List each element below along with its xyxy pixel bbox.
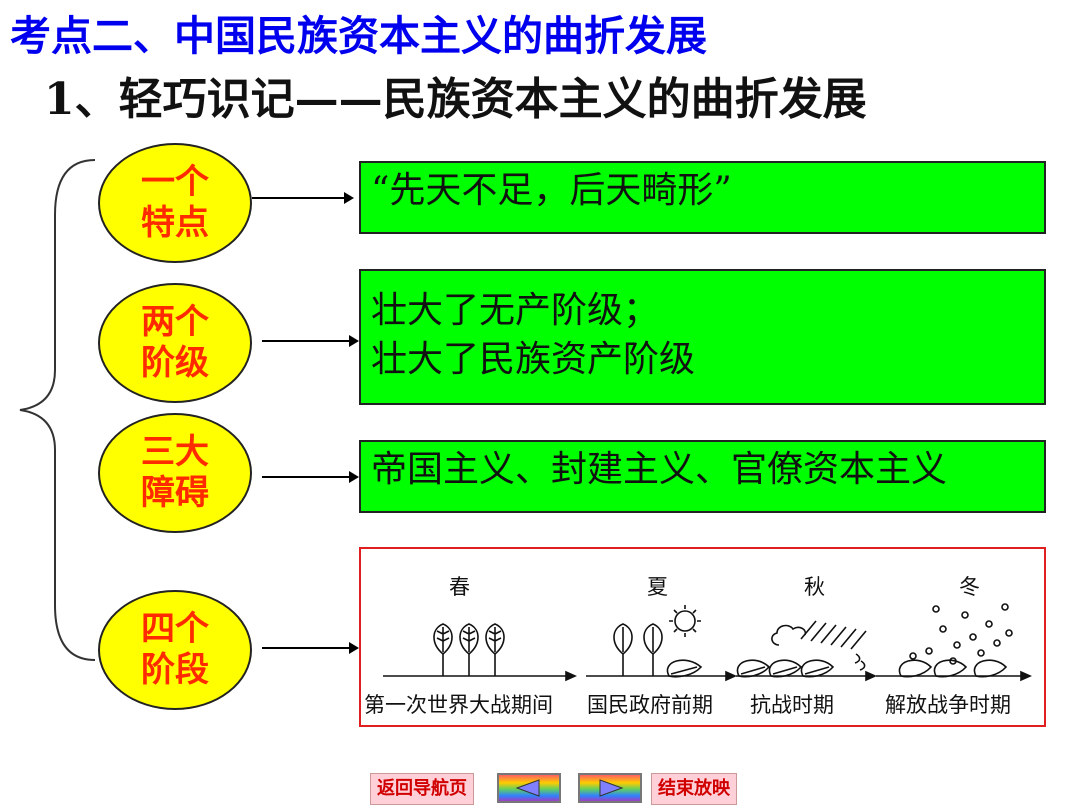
autumn-leaves-rain-icon <box>736 620 867 678</box>
slide-subtitle: 1、轻巧识记——民族资本主义的曲折发展 <box>44 74 867 125</box>
classes-box: 壮大了无产阶级； 壮大了民族资产阶级 <box>359 269 1046 405</box>
prev-slide-button[interactable] <box>497 773 561 803</box>
stages-illustration: 春 夏 秋 冬 第一次世界大战期间 国民政府前期 抗战时期 解放战争时期 <box>359 547 1046 727</box>
arrow-classes <box>262 335 359 347</box>
arrow-left-icon <box>515 779 540 797</box>
item-circle-classes: 两个 阶级 <box>98 283 252 403</box>
arrow-feature <box>252 192 354 204</box>
season-autumn: 秋 <box>804 575 825 599</box>
arrow-obstacles <box>262 471 359 483</box>
season-winter: 冬 <box>959 575 980 599</box>
stage-ww1: 第一次世界大战期间 <box>364 693 553 717</box>
stage-anti-japanese-war: 抗战时期 <box>750 693 834 717</box>
curly-brace <box>19 159 96 661</box>
feature-text: “先天不足，后天畸形” <box>371 170 732 211</box>
stage-liberation-war: 解放战争时期 <box>885 693 1011 717</box>
slide-title: 考点二、中国民族资本主义的曲折发展 <box>10 12 707 60</box>
obstacles-box: 帝国主义、封建主义、官僚资本主义 <box>359 440 1046 513</box>
season-spring: 春 <box>449 575 470 599</box>
spring-sprouts-icon <box>433 623 505 676</box>
season-summer: 夏 <box>647 575 668 599</box>
seasons-drawing <box>383 603 1032 682</box>
item-circle-feature: 一个 特点 <box>98 143 252 263</box>
arrow-right-icon <box>599 779 624 797</box>
classes-text-1: 壮大了无产阶级； <box>371 290 660 331</box>
arrow-stages <box>262 642 359 654</box>
item-circle-obstacles: 三大 障碍 <box>98 413 252 533</box>
next-slide-button[interactable] <box>578 773 642 803</box>
feature-box: “先天不足，后天畸形” <box>359 161 1046 234</box>
classes-text-2: 壮大了民族资产阶级 <box>371 338 696 380</box>
back-to-nav-button[interactable]: 返回导航页 <box>370 773 474 805</box>
item-circle-stages: 四个 阶段 <box>98 590 252 710</box>
summer-plants-sun-icon <box>613 605 703 678</box>
obstacles-text: 帝国主义、封建主义、官僚资本主义 <box>371 449 948 490</box>
stage-nationalist-govt: 国民政府前期 <box>587 693 713 717</box>
winter-leaves-snow-icon <box>898 603 1013 678</box>
end-show-button[interactable]: 结束放映 <box>651 773 737 805</box>
